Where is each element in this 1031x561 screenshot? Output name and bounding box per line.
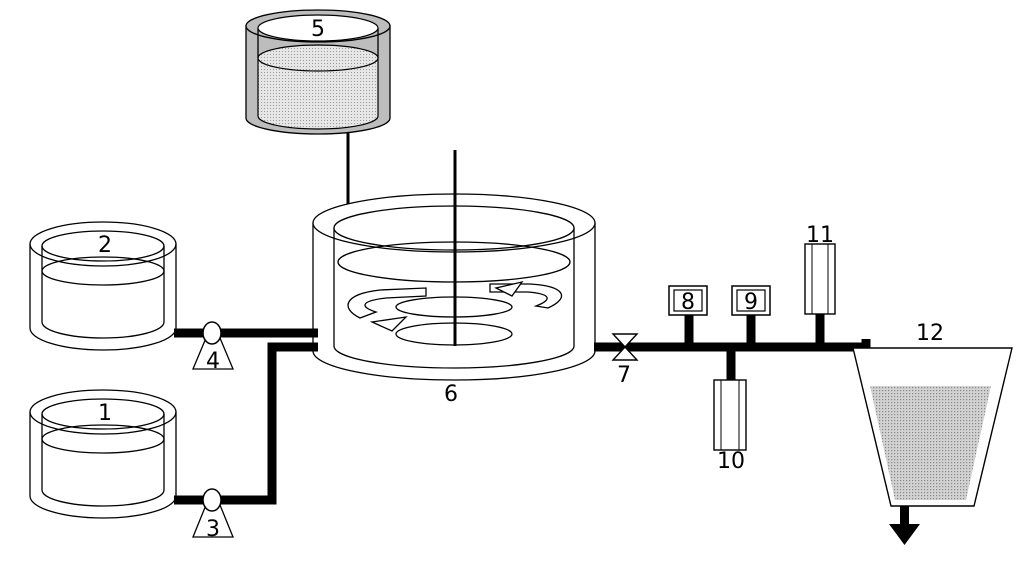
tank-2-label: 2	[98, 233, 112, 258]
tank-1-label: 1	[98, 401, 112, 426]
reactor-6-label: 6	[444, 382, 458, 407]
sensor-10: 10	[713, 379, 747, 474]
pipe-network	[174, 312, 871, 505]
pump-3: 3	[192, 488, 234, 542]
sensor-9: 9	[731, 285, 771, 316]
sensor-10-label: 10	[717, 449, 745, 474]
tank-5-label: 5	[311, 17, 325, 42]
settler-12-label: 12	[916, 321, 944, 346]
valve-7-label: 7	[617, 363, 631, 388]
sensor-9-label: 9	[744, 290, 758, 315]
pump-3-label: 3	[206, 517, 220, 542]
pump-4-label: 4	[206, 349, 220, 374]
mix-arrow-left-icon	[347, 287, 427, 319]
sensor-11: 11	[804, 223, 836, 315]
reactor-6: 6	[312, 150, 596, 407]
sensor-8-label: 8	[681, 290, 695, 315]
tank-2: 2	[29, 221, 177, 351]
sensor-8: 8	[668, 285, 708, 316]
valve-7: 7	[611, 333, 639, 388]
tank-1: 1	[29, 389, 177, 519]
tank-5: 5	[245, 9, 391, 135]
pipe-tank1-to-reactor	[174, 342, 318, 505]
sludge-layer	[870, 386, 991, 500]
pump-4: 4	[192, 321, 234, 374]
settler-12: 12	[852, 321, 1013, 507]
down-arrow-icon	[889, 506, 920, 545]
sensor-11-label: 11	[806, 223, 834, 248]
